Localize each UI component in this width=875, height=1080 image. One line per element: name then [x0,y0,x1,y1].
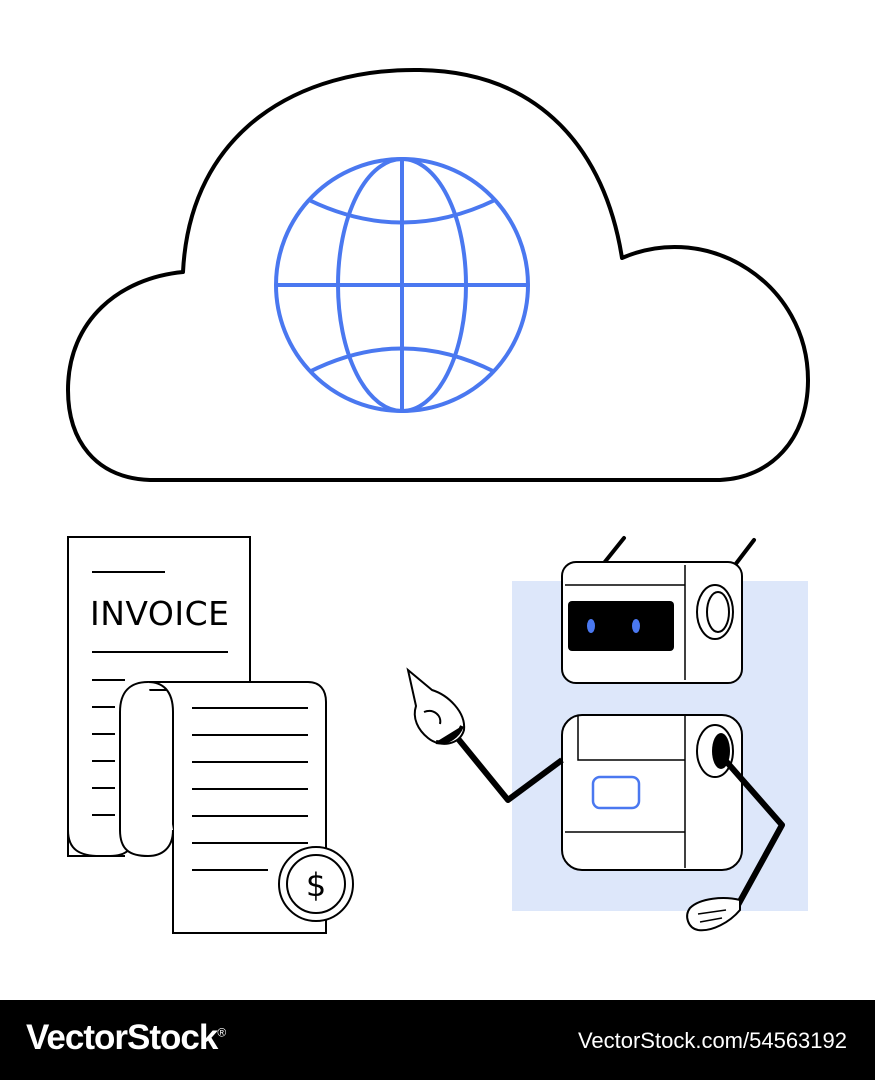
registered-mark: ® [217,1025,226,1040]
invoice-title: INVOICE [90,594,230,633]
robot-visor [568,601,674,651]
brand-logo: VectorStock® [26,1018,226,1058]
globe-icon [274,157,530,413]
illustration-artwork: INVOICE $ [66,67,810,934]
cloud-icon [66,67,810,482]
watermark-bar: VectorStock® VectorStock.com/54563192 [0,1000,875,1080]
robot-eye-left [587,619,595,633]
robot-chest-panel [591,775,641,810]
robot-eye-right [632,619,640,633]
brand-name: VectorStock [26,1018,218,1057]
dollar-coin-icon: $ [278,846,354,922]
robot-icon [406,536,808,932]
dollar-symbol: $ [306,866,326,904]
stock-id: VectorStock.com/54563192 [577,1028,847,1053]
